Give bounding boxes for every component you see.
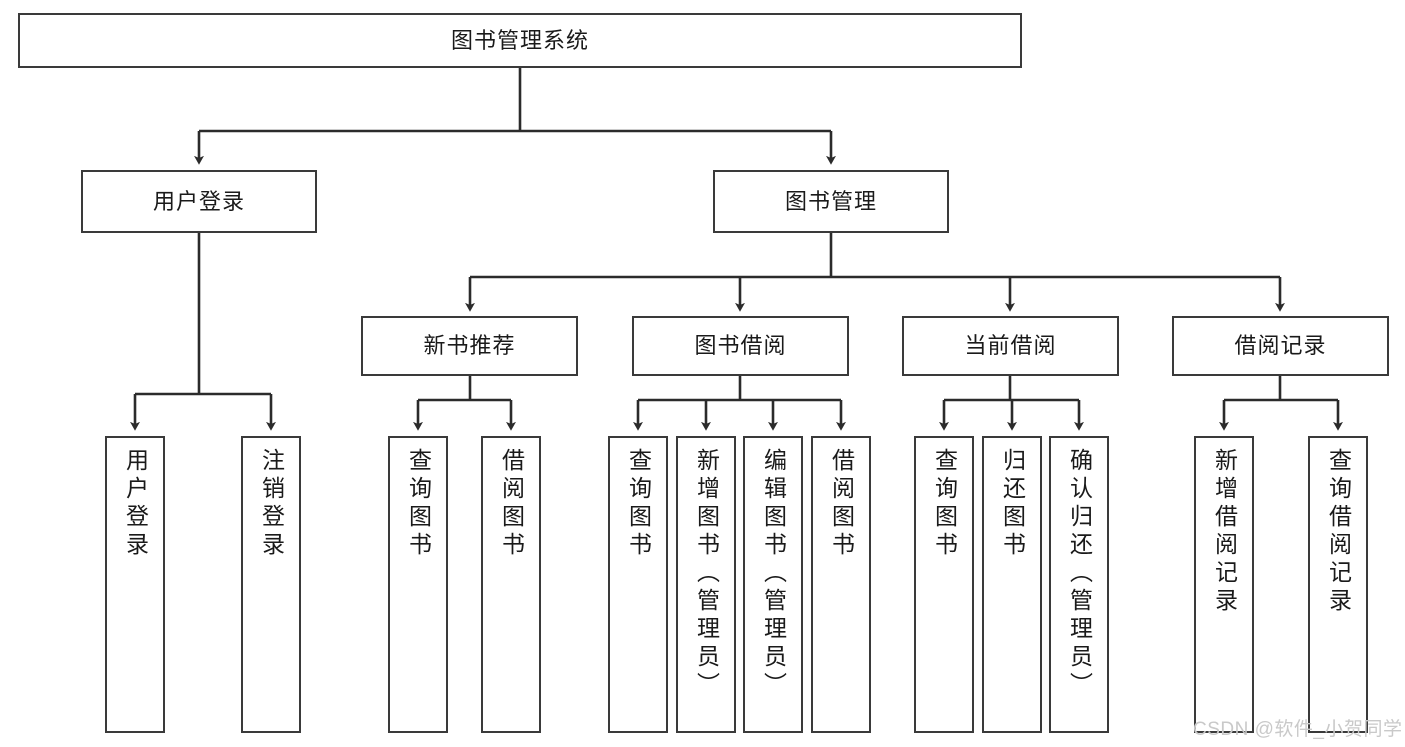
node-label: 图书借阅 [694, 333, 787, 359]
node-label: 借阅图书 [498, 448, 525, 560]
leaf-current-borrow-confirm-return[interactable]: 确认归还（管理员） [1049, 436, 1109, 733]
node-book-management[interactable]: 图书管理 [713, 170, 949, 233]
leaf-borrow-record-query[interactable]: 查询借阅记录 [1308, 436, 1368, 733]
node-label: 查询图书 [931, 448, 958, 560]
node-label: 确认归还（管理员） [1066, 448, 1093, 700]
leaf-new-book-borrow[interactable]: 借阅图书 [481, 436, 541, 733]
node-label: 新增图书（管理员） [693, 448, 720, 700]
node-label: 新增借阅记录 [1211, 448, 1238, 616]
node-book-borrow[interactable]: 图书借阅 [632, 316, 849, 376]
leaf-book-borrow-query[interactable]: 查询图书 [608, 436, 668, 733]
node-root-system[interactable]: 图书管理系统 [18, 13, 1022, 68]
node-label: 当前借阅 [964, 333, 1057, 359]
leaf-current-borrow-return[interactable]: 归还图书 [982, 436, 1042, 733]
leaf-user-login-signout[interactable]: 注销登录 [241, 436, 301, 733]
node-label: 编辑图书（管理员） [760, 448, 787, 700]
node-label: 归还图书 [999, 448, 1026, 560]
node-label: 新书推荐 [423, 333, 516, 359]
leaf-current-borrow-query[interactable]: 查询图书 [914, 436, 974, 733]
node-new-book-recommend[interactable]: 新书推荐 [361, 316, 578, 376]
node-label: 借阅图书 [828, 448, 855, 560]
node-borrow-record[interactable]: 借阅记录 [1172, 316, 1389, 376]
leaf-book-borrow-edit[interactable]: 编辑图书（管理员） [743, 436, 803, 733]
leaf-user-login-signin[interactable]: 用户登录 [105, 436, 165, 733]
node-user-login[interactable]: 用户登录 [81, 170, 317, 233]
leaf-book-borrow-add[interactable]: 新增图书（管理员） [676, 436, 736, 733]
node-label: 图书管理 [784, 188, 877, 214]
leaf-new-book-query[interactable]: 查询图书 [388, 436, 448, 733]
node-label: 注销登录 [258, 448, 285, 560]
node-label: 借阅记录 [1234, 333, 1327, 359]
leaf-borrow-record-add[interactable]: 新增借阅记录 [1194, 436, 1254, 733]
node-label: 查询图书 [625, 448, 652, 560]
node-current-borrow[interactable]: 当前借阅 [902, 316, 1119, 376]
node-label: 查询图书 [405, 448, 432, 560]
leaf-book-borrow-lend[interactable]: 借阅图书 [811, 436, 871, 733]
node-label: 用户登录 [122, 448, 149, 560]
node-label: 查询借阅记录 [1325, 448, 1352, 616]
node-label: 图书管理系统 [450, 27, 589, 53]
node-label: 用户登录 [152, 188, 245, 214]
